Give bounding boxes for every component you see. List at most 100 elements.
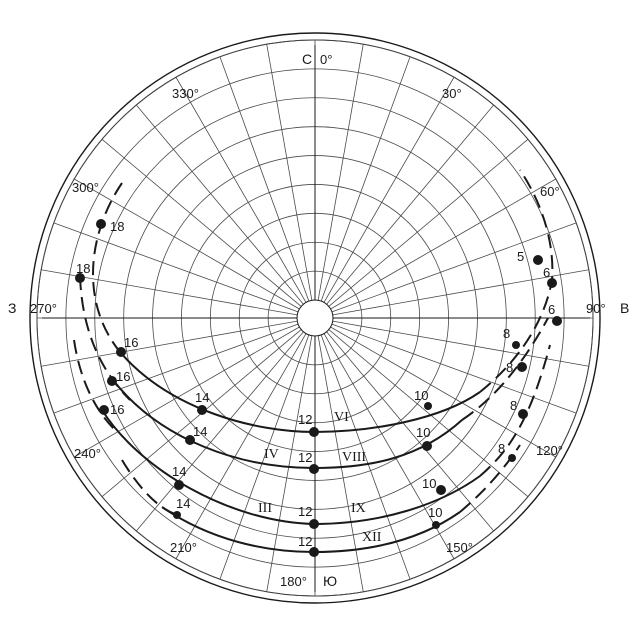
point-iv-14	[185, 435, 195, 445]
hour-vi-10: 10	[414, 388, 428, 403]
azimuth-ray	[101, 138, 302, 307]
hour-iv-18: 18	[76, 261, 90, 276]
point-vi-6	[547, 278, 557, 288]
month-vi: VI	[334, 410, 349, 425]
azimuth-ray	[53, 222, 299, 313]
hour-iv-12: 12	[298, 450, 312, 465]
point-vi-14	[197, 405, 207, 415]
point-iii-16	[99, 405, 109, 415]
bearing-270: 270°	[30, 301, 57, 316]
cardinal-north: С	[302, 51, 312, 67]
point-iv-10	[422, 441, 432, 451]
azimuth-ray	[175, 333, 307, 559]
hour-vi-18: 18	[110, 219, 124, 234]
point-iv-6	[552, 316, 562, 326]
point-vi-10	[424, 402, 432, 410]
hour-xii-14: 14	[176, 496, 190, 511]
month-xii: XII	[362, 530, 382, 545]
sun-path-iii-left	[73, 339, 116, 431]
sun-path-xii-left	[121, 459, 179, 516]
center-hub	[296, 299, 334, 337]
month-iv: IV	[264, 447, 279, 462]
bearing-0: 0°	[320, 52, 332, 67]
azimuth-ray	[219, 56, 310, 302]
hour-iii-14: 14	[172, 464, 186, 479]
sun-path-xii-right	[459, 444, 521, 513]
azimuth-ray	[74, 326, 300, 458]
bearing-330: 330°	[172, 86, 199, 101]
sun-path-iv-right	[461, 317, 549, 421]
hour-vi-12: 12	[298, 412, 312, 427]
azimuth-ray	[320, 56, 411, 302]
hour-iv-8: 8	[506, 360, 513, 375]
azimuth-ray	[326, 331, 495, 532]
hour-vi-6: 6	[543, 265, 550, 280]
azimuth-ray	[135, 104, 304, 305]
sun-path-iii-ix	[101, 409, 481, 526]
hour-points	[75, 219, 562, 557]
bearing-30: 30°	[442, 86, 462, 101]
point-vi-16	[116, 347, 126, 357]
azimuth-ray	[323, 333, 455, 559]
hour-iii-16: 16	[110, 402, 124, 417]
point-iv-12	[309, 464, 319, 474]
azimuth-ray	[135, 331, 304, 532]
point-vi-12	[309, 427, 319, 437]
hour-iv-16: 16	[116, 369, 130, 384]
sun-path-vi-right	[479, 169, 554, 393]
hour-iv-14: 14	[193, 424, 207, 439]
hour-iv-10: 10	[416, 425, 430, 440]
point-xii-10	[432, 521, 440, 529]
hour-iii-12: 12	[298, 504, 312, 519]
point-xii-14	[173, 511, 181, 519]
azimuth-ray	[317, 44, 364, 301]
sun-path-iii-right	[479, 344, 551, 477]
hour-iv-6: 6	[548, 302, 555, 317]
point-iv-18	[75, 273, 85, 283]
azimuth-ray	[330, 326, 556, 458]
azimuth-ray	[175, 77, 307, 303]
cardinal-west: З	[8, 300, 16, 316]
hour-iii-10: 10	[422, 476, 436, 491]
outer-ring	[29, 32, 601, 604]
azimuth-ray	[323, 77, 455, 303]
hour-iii-8: 8	[510, 398, 517, 413]
bearing-150: 150°	[446, 540, 473, 555]
bearing-240: 240°	[74, 446, 101, 461]
hour-vi-8: 8	[503, 326, 510, 341]
point-iii-8	[518, 409, 528, 419]
hour-vi-5: 5	[517, 249, 524, 264]
azimuth-ray	[41, 320, 298, 367]
azimuth-ray	[332, 320, 589, 367]
bearing-210: 210°	[170, 540, 197, 555]
azimuth-ray	[330, 178, 556, 310]
azimuth-ray	[74, 178, 300, 310]
sun-path-iv-viii	[112, 379, 463, 470]
point-xii-8b	[508, 454, 516, 462]
cardinal-south: Ю	[323, 573, 337, 589]
bearing-60: 60°	[540, 184, 560, 199]
sun-path-iv-left	[79, 275, 131, 401]
point-vi-8	[512, 341, 520, 349]
point-iii-12	[309, 519, 319, 529]
month-iii: III	[258, 501, 272, 516]
point-iii-14	[174, 480, 184, 490]
bearing-300: 300°	[72, 180, 99, 195]
hour-vi-14: 14	[195, 390, 209, 405]
bearing-180: 180°	[280, 574, 307, 589]
bearing-120: 120°	[536, 443, 563, 458]
sun-path-vi-left	[92, 182, 123, 353]
point-iv-8	[517, 362, 527, 372]
azimuth-ray	[53, 323, 299, 414]
hour-xii-12: 12	[298, 534, 312, 549]
azimuth-ray	[266, 44, 313, 301]
cardinal-east: В	[620, 300, 629, 316]
azimuth-ray	[320, 334, 411, 580]
azimuth-ray	[331, 323, 577, 414]
point-vi-5	[533, 255, 543, 265]
azimuth-ray	[328, 329, 529, 498]
point-iv-16	[107, 376, 117, 386]
hour-vi-16: 16	[124, 335, 138, 350]
azimuth-ray	[219, 334, 310, 580]
